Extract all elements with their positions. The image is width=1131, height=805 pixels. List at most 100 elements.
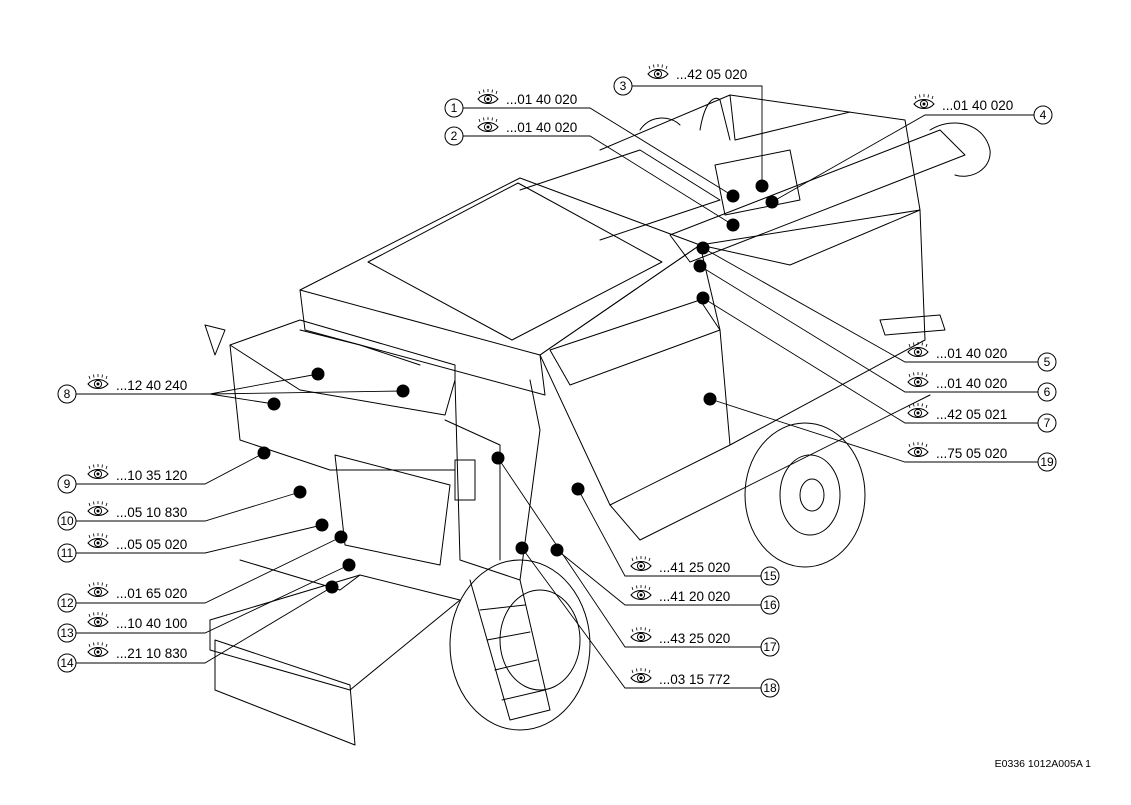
callout-1[interactable]: 1 ...01 40 020: [444, 89, 577, 118]
unloading-auger: [669, 129, 966, 263]
callout-17[interactable]: 17 ...43 25 020: [630, 627, 780, 657]
ladder-rungs: [479, 604, 546, 701]
callout-number-circle: [760, 678, 780, 698]
auger-spout: [929, 122, 991, 177]
callout-number-circle: [613, 76, 633, 96]
callout-number: 1: [451, 101, 458, 115]
callout-9[interactable]: 9 ...10 35 120: [57, 464, 187, 494]
access-ladder: [469, 579, 551, 721]
lower-rail: [609, 394, 931, 541]
callout-number: 18: [763, 681, 777, 695]
callout-number-circle: [57, 623, 77, 643]
callout-reference: ...05 10 830: [116, 505, 187, 520]
eye-icon: [477, 117, 499, 132]
callout-19[interactable]: 19 ...75 05 020: [907, 442, 1057, 472]
callout-number-circle: [760, 595, 780, 615]
leader-line: [76, 536, 342, 604]
eye-icon: [87, 374, 109, 389]
callout-10[interactable]: 10 ...05 10 830: [57, 501, 187, 531]
marker-dot: [696, 241, 710, 255]
callout-number-circle: [57, 593, 77, 613]
leader-line: [521, 547, 761, 689]
leader-line: [702, 247, 1038, 363]
callout-number-circle: [1037, 452, 1057, 472]
marker-dot: [755, 179, 769, 193]
eye-icon: [913, 94, 935, 109]
leader-line: [76, 586, 333, 664]
callout-14[interactable]: 14 ...21 10 830: [57, 642, 187, 673]
leader-line: [699, 265, 1038, 393]
side-mirror: [204, 324, 226, 356]
leader-line: [76, 491, 301, 522]
callout-reference: ...01 40 020: [942, 98, 1013, 113]
marker-dot: [325, 580, 339, 594]
leader-line: [209, 390, 404, 395]
cab-roof: [229, 319, 456, 416]
filter-box: [714, 149, 801, 216]
callout-number: 3: [620, 79, 627, 93]
eye-icon: [87, 501, 109, 516]
callout-number-circle: [57, 474, 77, 494]
front-wheel-hub: [499, 589, 581, 691]
callout-6[interactable]: 6 ...01 40 020: [907, 372, 1057, 402]
callout-number: 19: [1040, 455, 1054, 469]
eye-icon: [630, 668, 652, 683]
leader-line: [463, 135, 734, 226]
marker-dot: [396, 384, 410, 398]
callout-number: 15: [763, 569, 777, 583]
leader-line: [76, 524, 323, 554]
callout-number: 11: [61, 546, 74, 560]
callout-16[interactable]: 16 ...41 20 020: [630, 585, 780, 615]
marker-dot: [515, 541, 529, 555]
marker-dot: [703, 392, 717, 406]
callout-13[interactable]: 13 ...10 40 100: [57, 612, 187, 643]
eye-icon: [87, 582, 109, 597]
callout-number-circle: [444, 98, 464, 118]
callout-reference: ...01 40 020: [936, 376, 1007, 391]
callout-2[interactable]: 2 ...01 40 020: [444, 117, 577, 146]
callout-8[interactable]: 8 ...12 40 240: [57, 374, 187, 404]
feeder-top: [239, 559, 361, 591]
callout-number-circle: [1037, 352, 1057, 372]
callout-reference: ...12 40 240: [116, 378, 187, 393]
eye-icon: [630, 556, 652, 571]
marker-dot: [334, 530, 348, 544]
callout-18[interactable]: 18 ...03 15 772: [630, 668, 780, 698]
callout-7[interactable]: 7 ...42 05 021: [907, 403, 1057, 433]
front-wheel: [449, 559, 591, 731]
leader-line: [76, 564, 350, 634]
marker-dot: [315, 518, 329, 532]
marker-dot: [267, 397, 281, 411]
callout-15[interactable]: 15 ...41 25 020: [630, 556, 780, 586]
rear-wheel-center: [799, 478, 825, 512]
side-panel: [539, 209, 926, 506]
callout-reference: ...01 40 020: [506, 120, 577, 135]
rear-wheel-hub: [779, 454, 841, 536]
tank-side: [299, 289, 546, 396]
callout-reference: ...01 40 020: [936, 346, 1007, 361]
callout-number-circle: [1033, 105, 1053, 125]
callout-number-circle: [57, 653, 77, 673]
callout-4[interactable]: 4 ...01 40 020: [913, 94, 1053, 125]
eye-icon: [907, 372, 929, 387]
callout-number: 17: [763, 640, 777, 654]
callout-reference: ...75 05 020: [936, 446, 1007, 461]
eye-icon: [87, 642, 109, 657]
callout-reference: ...42 05 020: [676, 67, 747, 82]
callout-3[interactable]: 3 ...42 05 020: [613, 64, 747, 96]
callout-12[interactable]: 12 ...01 65 020: [57, 582, 187, 613]
marker-dot: [293, 485, 307, 499]
callout-number-circle: [57, 543, 77, 563]
callout-reference: ...41 25 020: [659, 560, 730, 575]
marker-dots: [257, 179, 779, 594]
callout-number: 7: [1044, 416, 1051, 430]
callout-number-circle: [57, 384, 77, 404]
callout-number: 5: [1044, 355, 1051, 369]
eye-icon: [907, 442, 929, 457]
leader-line: [771, 114, 1034, 203]
leader-line: [497, 457, 761, 648]
callout-11[interactable]: 11 ...05 05 020: [57, 533, 187, 563]
eye-icon: [87, 612, 109, 627]
callout-5[interactable]: 5 ...01 40 020: [907, 342, 1057, 372]
callout-number: 13: [60, 626, 74, 640]
